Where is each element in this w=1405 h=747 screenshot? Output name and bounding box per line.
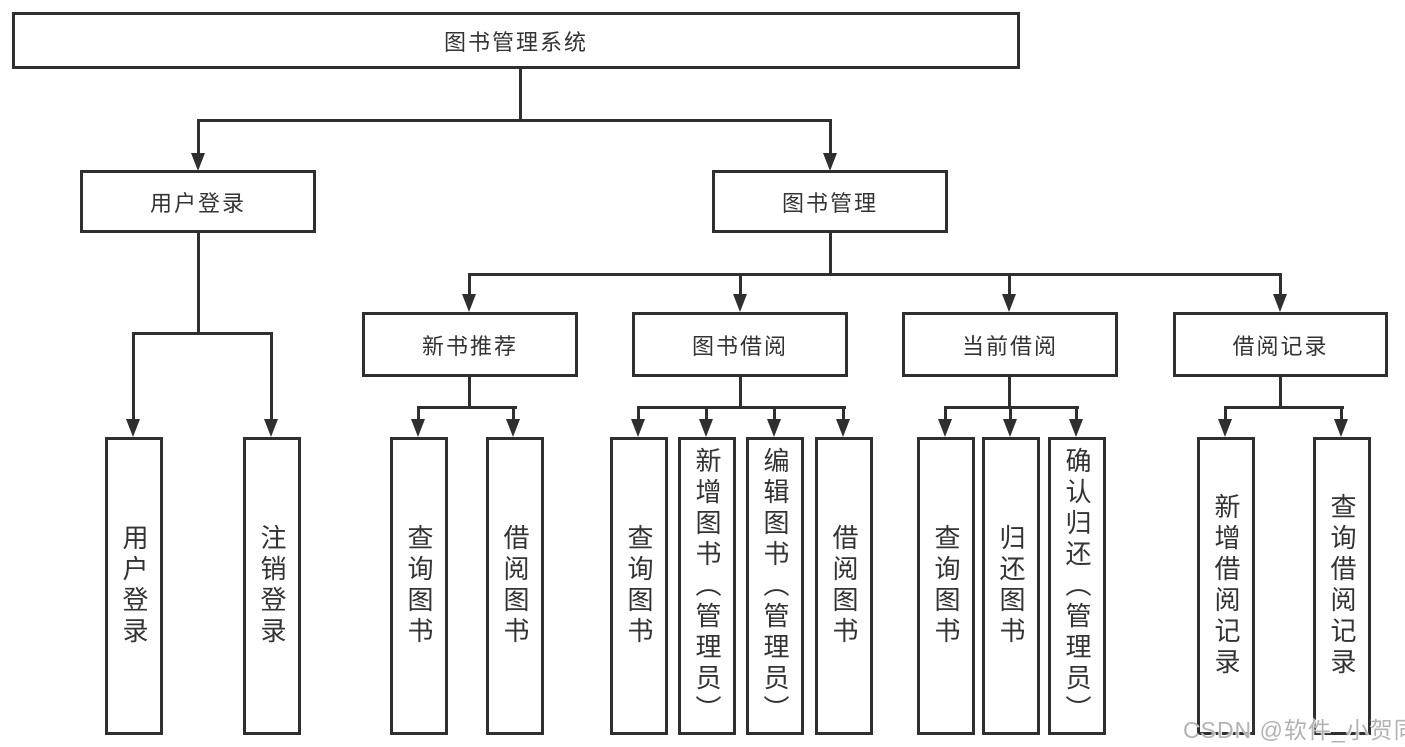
arrowhead-down-icon [1334, 419, 1348, 437]
csdn-watermark: CSDN @软件_小贺同学 [1183, 717, 1405, 743]
node-new-book-recommendation: 新书推荐 [362, 312, 578, 377]
connector-line [512, 406, 515, 421]
connector-line [468, 273, 471, 296]
connector-line [1279, 273, 1282, 296]
arrowhead-down-icon [191, 153, 205, 171]
node-label: 查询借阅记录 [1327, 493, 1357, 679]
arrowhead-down-icon [1218, 419, 1232, 437]
node-label: 新增借阅记录 [1211, 493, 1241, 679]
node-library-management-system: 图书管理系统 [12, 12, 1020, 69]
connector-line [842, 406, 845, 421]
node-leaf-bb-edit-books-admin: 编辑图书（管理员） [746, 437, 804, 735]
arrowhead-down-icon [462, 294, 476, 312]
connector-line [1008, 273, 1011, 296]
arrowhead-down-icon [1069, 419, 1083, 437]
node-label: 新增图书（管理员） [692, 446, 722, 726]
connector-line [197, 119, 832, 122]
connector-line [829, 233, 832, 275]
node-label: 新书推荐 [421, 333, 518, 359]
node-leaf-bb-add-books-admin: 新增图书（管理员） [678, 437, 736, 735]
arrowhead-down-icon [506, 419, 520, 437]
arrowhead-down-icon [767, 419, 781, 437]
connector-line [270, 332, 273, 421]
node-label: 当前借阅 [961, 333, 1058, 359]
node-leaf-br-add-record: 新增借阅记录 [1197, 437, 1255, 735]
node-label: 图书管理系统 [443, 29, 588, 55]
node-user-login: 用户登录 [80, 170, 316, 233]
connector-line [705, 406, 708, 421]
arrowhead-down-icon [699, 419, 713, 437]
connector-line [739, 273, 742, 296]
connector-line [637, 406, 846, 409]
arrowhead-down-icon [938, 419, 952, 437]
connector-line [637, 406, 640, 421]
node-label: 借阅图书 [829, 524, 859, 648]
node-label: 图书管理 [781, 190, 878, 216]
connector-line [773, 406, 776, 421]
node-label: 借阅记录 [1232, 333, 1329, 359]
node-leaf-logout: 注销登录 [243, 437, 301, 735]
arrowhead-down-icon [1003, 419, 1017, 437]
connector-line [132, 332, 273, 335]
node-leaf-cb-confirm-return-admin: 确认归还（管理员） [1048, 437, 1106, 735]
node-book-management: 图书管理 [712, 170, 948, 233]
connector-line [519, 69, 522, 121]
connector-line [417, 406, 420, 421]
connector-line [468, 377, 471, 409]
connector-line [417, 406, 517, 409]
connector-line [739, 377, 742, 409]
node-label: 图书借阅 [691, 333, 788, 359]
connector-line [1008, 377, 1011, 409]
connector-line [1279, 377, 1282, 409]
node-leaf-br-query-record: 查询借阅记录 [1313, 437, 1371, 735]
arrowhead-down-icon [1002, 294, 1016, 312]
node-label: 归还图书 [996, 524, 1026, 648]
connector-line [829, 119, 832, 155]
node-label: 确认归还（管理员） [1062, 446, 1092, 726]
connector-line [132, 332, 135, 421]
node-leaf-bb-query-books: 查询图书 [610, 437, 668, 735]
arrowhead-down-icon [823, 153, 837, 171]
connector-line [468, 273, 1282, 276]
connector-line [1075, 406, 1078, 421]
connector-line [1224, 406, 1227, 421]
connector-line [1340, 406, 1343, 421]
node-leaf-user-login: 用户登录 [105, 437, 163, 735]
node-leaf-nb-query-books: 查询图书 [390, 437, 448, 735]
arrowhead-down-icon [836, 419, 850, 437]
node-leaf-cb-query-books: 查询图书 [917, 437, 975, 735]
arrowhead-down-icon [411, 419, 425, 437]
connector-line [197, 233, 200, 334]
connector-line [197, 119, 200, 155]
node-label: 查询图书 [404, 524, 434, 648]
connector-line [1224, 406, 1344, 409]
node-book-borrowing: 图书借阅 [632, 312, 848, 377]
arrowhead-down-icon [631, 419, 645, 437]
node-borrowing-records: 借阅记录 [1173, 312, 1388, 377]
node-label: 用户登录 [119, 524, 149, 648]
node-leaf-bb-borrow-books: 借阅图书 [815, 437, 873, 735]
node-label: 注销登录 [257, 524, 287, 648]
arrowhead-down-icon [733, 294, 747, 312]
connector-line [944, 406, 947, 421]
connector-line [1009, 406, 1012, 421]
node-current-borrowing: 当前借阅 [902, 312, 1118, 377]
node-label: 借阅图书 [500, 524, 530, 648]
arrowhead-down-icon [126, 419, 140, 437]
node-leaf-cb-return-books: 归还图书 [982, 437, 1040, 735]
node-label: 用户登录 [149, 190, 246, 216]
node-leaf-nb-borrow-books: 借阅图书 [486, 437, 544, 735]
arrowhead-down-icon [264, 419, 278, 437]
arrowhead-down-icon [1273, 294, 1287, 312]
node-label: 查询图书 [931, 524, 961, 648]
node-label: 查询图书 [624, 524, 654, 648]
node-label: 编辑图书（管理员） [760, 446, 790, 726]
